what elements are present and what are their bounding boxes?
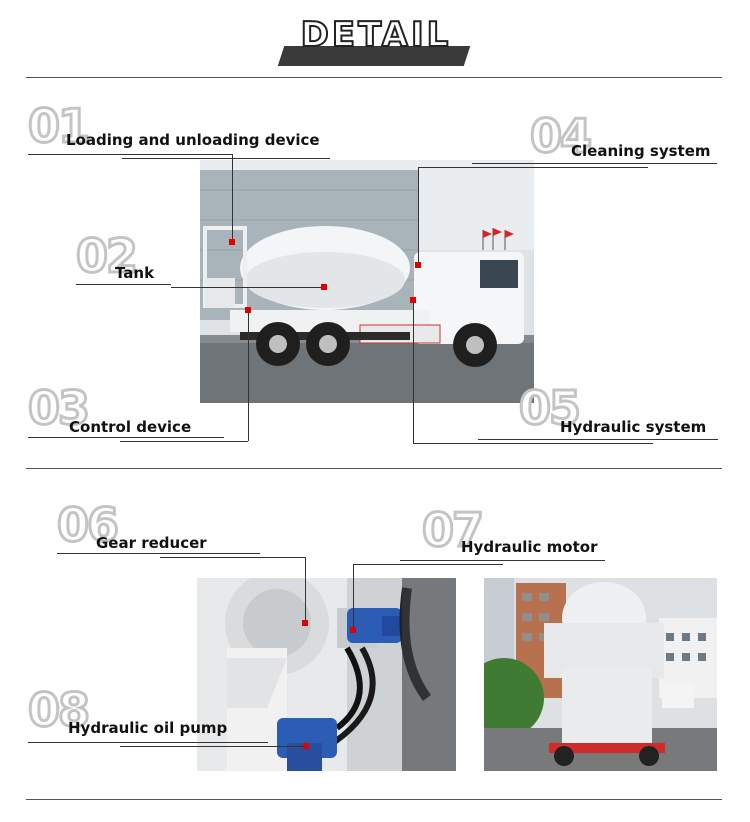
- callout-label-gear-reducer: Gear reducer: [96, 534, 207, 552]
- callout-number-02: 02: [74, 229, 139, 283]
- underline-03b: [120, 441, 248, 442]
- marker-tank: [321, 284, 327, 290]
- callout-number-01: 01: [26, 99, 91, 153]
- underline-02: [76, 284, 171, 285]
- leader-05: [413, 300, 414, 443]
- underline-08b: [120, 746, 306, 747]
- underline-06: [57, 553, 260, 554]
- callout-number-05: 05: [517, 381, 582, 435]
- leader-04: [418, 167, 419, 265]
- leader-01: [232, 154, 233, 242]
- divider-bottom: [26, 799, 722, 800]
- underline-04b: [418, 167, 648, 168]
- marker-loading-unloading: [229, 239, 235, 245]
- underline-06b: [160, 557, 305, 558]
- callout-label-control-device: Control device: [69, 418, 192, 436]
- marker-gear-reducer: [302, 620, 308, 626]
- marker-hydraulic-system: [410, 297, 416, 303]
- underline-01b: [122, 158, 330, 159]
- page-title: DETAIL: [300, 15, 452, 55]
- leader-06: [305, 557, 306, 623]
- callout-label-hydraulic-oil-pump: Hydraulic oil pump: [68, 719, 228, 737]
- callout-label-loading-unloading: Loading and unloading device: [66, 131, 320, 149]
- underline-08: [28, 742, 268, 743]
- underline-07: [400, 560, 605, 561]
- underline-04: [472, 163, 717, 164]
- callout-label-hydraulic-system: Hydraulic system: [560, 418, 707, 436]
- divider-middle: [26, 468, 722, 469]
- gear-reducer-photo: [197, 578, 456, 771]
- callout-number-06: 06: [55, 498, 120, 552]
- leader-07: [353, 564, 354, 630]
- truck-rear-photo: [484, 578, 717, 771]
- callout-number-07: 07: [420, 503, 485, 557]
- callout-label-tank: Tank: [115, 264, 155, 282]
- truck-side-photo: [200, 160, 534, 403]
- underline-05b: [478, 439, 718, 440]
- leader-02: [171, 287, 324, 288]
- underline-03: [28, 437, 224, 438]
- callout-number-04: 04: [528, 109, 593, 163]
- marker-control-device: [245, 307, 251, 313]
- underline-01: [28, 154, 233, 155]
- leader-03: [248, 310, 249, 441]
- callout-number-08: 08: [26, 683, 91, 737]
- divider-top: [26, 77, 722, 78]
- marker-hydraulic-motor: [350, 627, 356, 633]
- underline-07b: [353, 564, 503, 565]
- callout-label-cleaning-system: Cleaning system: [571, 142, 711, 160]
- marker-hydraulic-oil-pump: [303, 743, 309, 749]
- marker-cleaning-system: [415, 262, 421, 268]
- underline-05: [413, 443, 653, 444]
- callout-number-03: 03: [26, 381, 91, 435]
- callout-label-hydraulic-motor: Hydraulic motor: [461, 538, 598, 556]
